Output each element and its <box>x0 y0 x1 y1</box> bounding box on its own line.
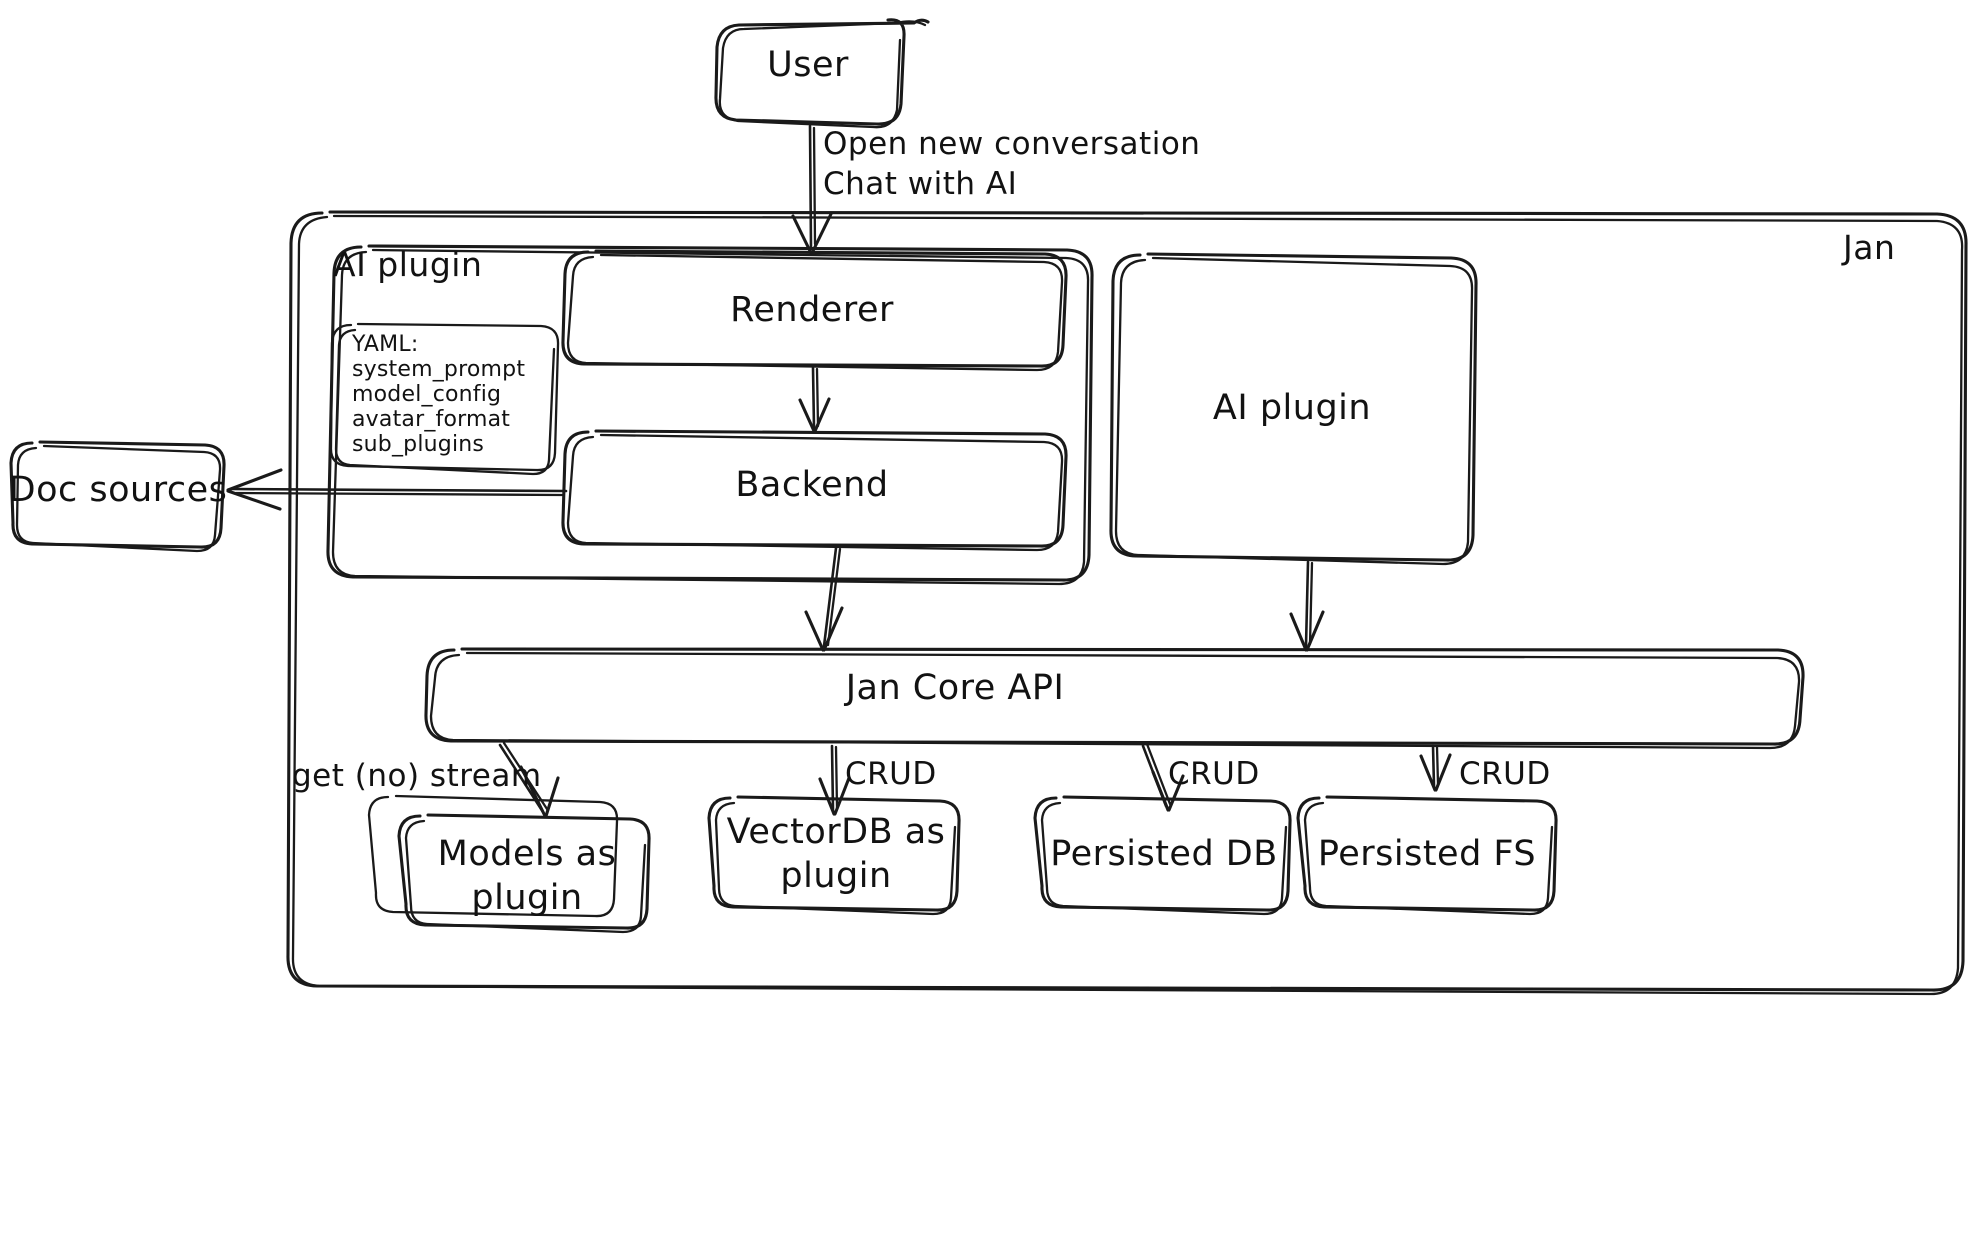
renderer-node-shape <box>561 249 1068 372</box>
models-as-plugin-node[interactable] <box>376 796 649 932</box>
jan-boundary-shape <box>286 210 1968 996</box>
ai-plugin-boundary-shape <box>326 244 1094 586</box>
edge-core-to-persisted-db <box>1141 742 1185 812</box>
vectordb-as-plugin-node-shape <box>707 795 961 916</box>
doc-sources-node-shape <box>9 440 226 553</box>
persisted-db-node-shape <box>1033 795 1292 916</box>
persisted-fs-node[interactable] <box>1305 797 1556 914</box>
jan-core-api-node[interactable] <box>426 649 1803 748</box>
edge-backend-to-doc-sources <box>226 468 568 511</box>
models-as-plugin-node-shape <box>367 794 651 934</box>
vectordb-as-plugin-node[interactable] <box>714 797 959 914</box>
persisted-fs-node-shape <box>1296 795 1558 916</box>
edge-backend-to-core <box>804 546 844 652</box>
edge-core-to-vectordb <box>818 744 851 816</box>
yaml-config-node[interactable] <box>331 324 558 470</box>
edge-ai-plugin-to-core <box>1289 560 1325 652</box>
renderer-node[interactable] <box>563 251 1066 369</box>
edge-user-to-renderer <box>791 124 833 255</box>
yaml-node-shape <box>329 322 560 476</box>
ai-plugin-right-node-shape <box>1109 252 1478 566</box>
persisted-db-node[interactable] <box>1042 797 1290 914</box>
jan-core-api-node-shape <box>424 647 1805 750</box>
edge-core-to-persisted-fs <box>1419 744 1452 792</box>
edge-core-to-models <box>498 741 560 818</box>
backend-node[interactable] <box>563 431 1066 549</box>
ai-plugin-right-node[interactable] <box>1111 254 1476 564</box>
edge-renderer-to-backend <box>798 366 831 433</box>
backend-node-shape <box>561 429 1068 552</box>
user-node[interactable] <box>716 18 906 128</box>
user-node-shape <box>714 18 930 129</box>
doc-sources-node[interactable] <box>13 442 224 551</box>
